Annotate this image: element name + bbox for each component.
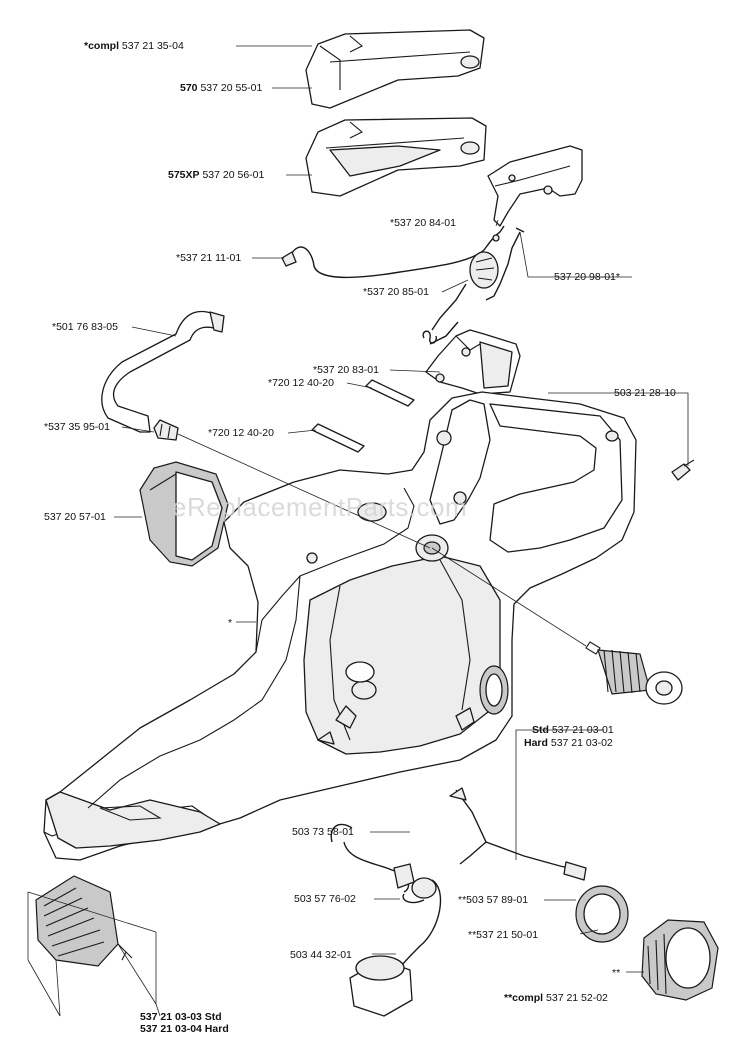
label-star: * [228, 617, 233, 629]
label-cover-575xp: 575XP 537 20 56-01 [168, 169, 265, 181]
hose-connector [153, 419, 179, 441]
label-503-57-76-02: 503 57 76-02 [294, 893, 356, 905]
label-av-std: Std 537 21 03-01 [532, 724, 614, 736]
watermark: eReplacementParts.com [172, 492, 468, 522]
label-537-21-11-01: *537 21 11-01 [176, 252, 242, 264]
label-av-rear-hard: 537 21 03-04 Hard [140, 1023, 229, 1035]
screw [671, 459, 695, 481]
leader-lines [27, 45, 689, 1017]
filter-cover [139, 461, 229, 567]
vent-assembly [449, 787, 587, 881]
fuel-filter [349, 955, 413, 1017]
label-503-57-89-01: **503 57 89-01 [458, 894, 529, 906]
label-double-star: ** [612, 967, 621, 979]
av-spring-front [35, 875, 133, 967]
label-720-12-40-20-b: *720 12 40-20 [208, 427, 274, 439]
label-720-12-40-20-a: *720 12 40-20 [268, 377, 334, 389]
label-av-rear-std: 537 21 03-03 Std [140, 1011, 222, 1023]
throttle-trigger [487, 145, 583, 227]
label-537-20-85-01: *537 20 85-01 [363, 286, 429, 298]
fuel-cap [641, 919, 719, 1001]
label-537-20-98-01: 537 20 98-01* [554, 271, 620, 283]
av-spring-right [585, 641, 683, 705]
label-compl-cover: *compl 537 21 35-04 [84, 40, 184, 52]
pin-lower [311, 423, 365, 453]
fuel-hose [101, 310, 225, 433]
label-537-35-95-01: *537 35 95-01 [44, 421, 110, 433]
torsion-spring [422, 321, 459, 345]
label-537-20-57-01: 537 20 57-01 [44, 511, 106, 523]
label-av-hard: Hard 537 21 03-02 [524, 737, 613, 749]
pin-upper [365, 379, 415, 407]
label-cover-570: 570 537 20 55-01 [180, 82, 263, 94]
label-503-73-58-01: 503 73 58-01 [292, 826, 354, 838]
throttle-wire [281, 225, 505, 279]
spring-wire [485, 227, 525, 301]
label-537-20-84-01: *537 20 84-01 [390, 217, 456, 229]
label-537-20-83-01: *537 20 83-01 [313, 364, 379, 376]
top-cover-570 [305, 29, 485, 109]
throttle-lockout [425, 329, 521, 395]
top-cover-575xp [305, 117, 487, 197]
seal-ring [575, 885, 629, 943]
label-compl-cap: **compl 537 21 52-02 [504, 992, 608, 1004]
throttle-lock [431, 251, 499, 331]
label-503-21-28-10: 503 21 28-10 [614, 387, 676, 399]
tank-housing [43, 391, 637, 861]
label-537-21-50-01: **537 21 50-01 [468, 929, 539, 941]
label-503-44-32-01: 503 44 32-01 [290, 949, 352, 961]
label-501-76-83-05: *501 76 83-05 [52, 321, 118, 333]
